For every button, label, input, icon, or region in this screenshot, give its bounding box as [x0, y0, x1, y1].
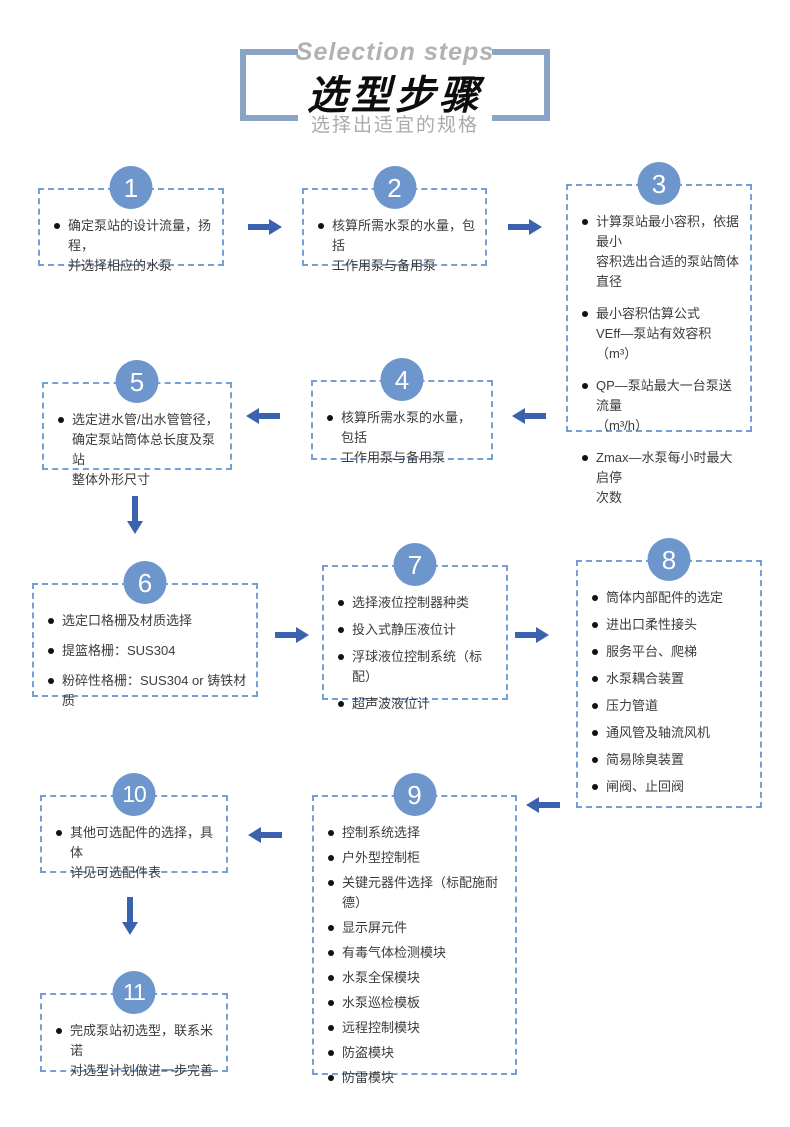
- step-11-box: 11 完成泵站初选型，联系米诺 对选型计划做进一步完善: [40, 971, 228, 1078]
- list-item: 水泵耦合装置: [590, 669, 752, 689]
- step-4-list: 核算所需水泵的水量，包括 工作用泵与备用泵: [325, 408, 483, 468]
- list-item: 核算所需水泵的水量，包括 工作用泵与备用泵: [316, 216, 477, 276]
- step-2-number-badge: 2: [373, 166, 416, 209]
- arrow-right-step1-to-step2: [248, 219, 282, 235]
- step-1-number-badge: 1: [109, 166, 153, 209]
- arrow-left-step3-to-step4: [512, 408, 546, 424]
- step-4-number-badge: 4: [380, 358, 424, 401]
- list-item: 提篮格栅：SUS304: [46, 641, 248, 661]
- page-title: 选型步骤: [307, 74, 483, 118]
- header-subtitle-en: Selection steps: [295, 38, 495, 66]
- list-item: 通风管及轴流风机: [590, 723, 752, 743]
- step-7-box: 7 选择液位控制器种类 投入式静压液位计 浮球液位控制系统（标配） 超声波液位计: [322, 543, 508, 711]
- list-item: 压力管道: [590, 696, 752, 716]
- list-item: 防雷模块: [326, 1068, 507, 1088]
- step-5-number-badge: 5: [115, 360, 159, 403]
- list-item: 服务平台、爬梯: [590, 642, 752, 662]
- step-1-list: 确定泵站的设计流量，扬程， 并选择相应的水泵: [52, 216, 214, 276]
- list-item: 控制系统选择: [326, 823, 507, 843]
- list-item: 确定泵站的设计流量，扬程， 并选择相应的水泵: [52, 216, 214, 276]
- list-item: 粉碎性格栅：SUS304 or 铸铁材质: [46, 671, 248, 711]
- list-item: 进出口柔性接头: [590, 615, 752, 635]
- list-item: 核算所需水泵的水量，包括 工作用泵与备用泵: [325, 408, 483, 468]
- step-11-list: 完成泵站初选型，联系米诺 对选型计划做进一步完善: [54, 1021, 218, 1081]
- list-item: 户外型控制柜: [326, 848, 507, 868]
- step-8-list: 筒体内部配件的选定 进出口柔性接头 服务平台、爬梯 水泵耦合装置 压力管道 通风…: [590, 588, 752, 797]
- step-9-list: 控制系统选择 户外型控制柜 关键元器件选择（标配施耐德） 显示屏元件 有毒气体检…: [326, 823, 507, 1088]
- list-item: 闸阀、止回阀: [590, 777, 752, 797]
- step-11-number-badge: 11: [112, 971, 156, 1014]
- arrow-right-step2-to-step3: [508, 219, 542, 235]
- list-item: 简易除臭装置: [590, 750, 752, 770]
- arrow-right-step7-to-step8: [515, 627, 549, 643]
- step-7-number-badge: 7: [393, 543, 437, 586]
- list-item: 浮球液位控制系统（标配）: [336, 647, 498, 687]
- bracket-left-decoration: [240, 49, 298, 121]
- step-6-box: 6 选定口格栅及材质选择 提篮格栅：SUS304 粉碎性格栅：SUS304 or…: [32, 561, 258, 708]
- arrow-left-step4-to-step5: [246, 408, 280, 424]
- step-5-box: 5 选定进水管/出水管管径， 确定泵站筒体总长度及泵站 整体外形尺寸: [42, 360, 232, 487]
- list-item: Zmax—水泵每小时最大启停 次数: [580, 448, 742, 508]
- step-2-box: 2 核算所需水泵的水量，包括 工作用泵与备用泵: [302, 166, 487, 273]
- arrow-left-step8-to-step9: [526, 797, 560, 813]
- step-8-box: 8 筒体内部配件的选定 进出口柔性接头 服务平台、爬梯 水泵耦合装置 压力管道 …: [576, 538, 762, 808]
- step-1-box: 1 确定泵站的设计流量，扬程， 并选择相应的水泵: [38, 166, 224, 273]
- list-item: 计算泵站最小容积，依据最小 容积选出合适的泵站筒体直径: [580, 212, 742, 292]
- list-item: 防盗模块: [326, 1043, 507, 1063]
- arrow-left-step9-to-step10: [248, 827, 282, 843]
- list-item: 显示屏元件: [326, 918, 507, 938]
- list-item: 超声波液位计: [336, 694, 498, 714]
- step-10-list: 其他可选配件的选择，具体 详见可选配件表: [54, 823, 218, 883]
- list-item: 水泵巡检模板: [326, 993, 507, 1013]
- step-6-number-badge: 6: [123, 561, 167, 604]
- step-9-number-badge: 9: [393, 773, 436, 816]
- step-4-box: 4 核算所需水泵的水量，包括 工作用泵与备用泵: [311, 358, 493, 465]
- step-3-number-badge: 3: [637, 162, 681, 205]
- list-item: 其他可选配件的选择，具体 详见可选配件表: [54, 823, 218, 883]
- arrow-down-step5-to-step6: [127, 496, 143, 534]
- list-item: 关键元器件选择（标配施耐德）: [326, 873, 507, 913]
- list-item: 有毒气体检测模块: [326, 943, 507, 963]
- step-10-box: 10 其他可选配件的选择，具体 详见可选配件表: [40, 773, 228, 880]
- list-item: QP—泵站最大一台泵送流量 （m³/h）: [580, 376, 742, 436]
- header-subtitle-cn: 选择出适宜的规格: [310, 115, 479, 136]
- step-10-number-badge: 10: [112, 773, 156, 816]
- step-3-list: 计算泵站最小容积，依据最小 容积选出合适的泵站筒体直径 最小容积估算公式 VEf…: [580, 212, 742, 508]
- arrow-down-step10-to-step11: [122, 897, 138, 935]
- step-2-list: 核算所需水泵的水量，包括 工作用泵与备用泵: [316, 216, 477, 276]
- step-6-list: 选定口格栅及材质选择 提篮格栅：SUS304 粉碎性格栅：SUS304 or 铸…: [46, 611, 248, 711]
- bracket-right-decoration: [492, 49, 550, 121]
- step-8-number-badge: 8: [647, 538, 691, 581]
- list-item: 完成泵站初选型，联系米诺 对选型计划做进一步完善: [54, 1021, 218, 1081]
- list-item: 投入式静压液位计: [336, 620, 498, 640]
- step-7-list: 选择液位控制器种类 投入式静压液位计 浮球液位控制系统（标配） 超声波液位计: [336, 593, 498, 714]
- list-item: 选定口格栅及材质选择: [46, 611, 248, 631]
- list-item: 最小容积估算公式 VEff—泵站有效容积（m³）: [580, 304, 742, 364]
- step-3-box: 3 计算泵站最小容积，依据最小 容积选出合适的泵站筒体直径 最小容积估算公式 V…: [566, 162, 752, 505]
- list-item: 筒体内部配件的选定: [590, 588, 752, 608]
- list-item: 选定进水管/出水管管径， 确定泵站筒体总长度及泵站 整体外形尺寸: [56, 410, 222, 490]
- step-5-list: 选定进水管/出水管管径， 确定泵站筒体总长度及泵站 整体外形尺寸: [56, 410, 222, 490]
- arrow-right-step6-to-step7: [275, 627, 309, 643]
- list-item: 水泵全保模块: [326, 968, 507, 988]
- list-item: 选择液位控制器种类: [336, 593, 498, 613]
- list-item: 远程控制模块: [326, 1018, 507, 1038]
- step-9-box: 9 控制系统选择 户外型控制柜 关键元器件选择（标配施耐德） 显示屏元件 有毒气…: [312, 773, 517, 1085]
